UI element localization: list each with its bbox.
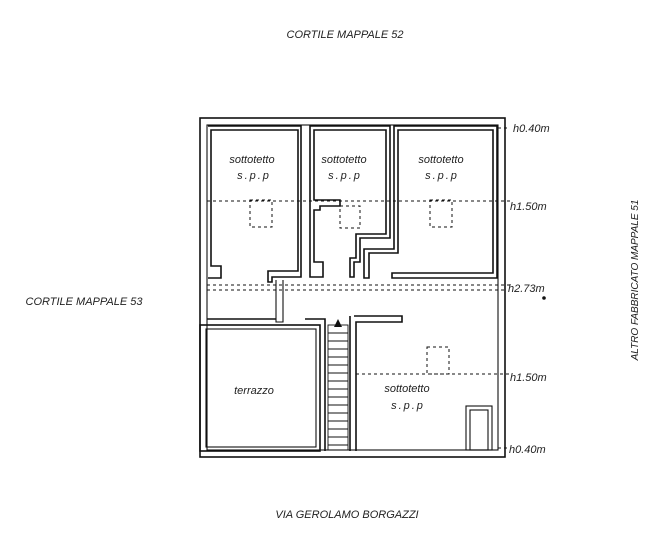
room-5-sub: s.p.p	[391, 400, 425, 412]
label-top: CORTILE MAPPALE 52	[287, 29, 404, 41]
room-2-name: sottotetto	[321, 154, 366, 166]
room-4-name: terrazzo	[234, 385, 274, 397]
height-label-2: h1.50m	[510, 201, 547, 213]
reference-dot-icon	[542, 296, 546, 300]
height-labels: h0.40m h1.50m h2.73m h1.50m h0.40m	[508, 123, 550, 456]
room-5-name: sottotetto	[384, 383, 429, 395]
room-3-name: sottotetto	[418, 154, 463, 166]
room-1-sub: s.p.p	[237, 170, 271, 182]
label-right: ALTRO FABBRICATO MAPPALE 51	[630, 200, 641, 362]
room-1-name: sottotetto	[229, 154, 274, 166]
room-labels: sottotetto s.p.p sottotetto s.p.p sottot…	[229, 154, 463, 412]
lower-walls	[199, 280, 493, 452]
skylights	[249, 199, 453, 375]
label-bottom: VIA GEROLAMO BORGAZZI	[275, 509, 418, 521]
staircase	[327, 319, 349, 451]
height-label-4: h1.50m	[510, 372, 547, 384]
upper-rooms	[208, 125, 498, 283]
height-label-3: h2.73m	[508, 283, 545, 295]
outer-walls	[199, 117, 506, 458]
room-3-sub: s.p.p	[425, 170, 459, 182]
height-label-5: h0.40m	[509, 444, 546, 456]
height-label-1: h0.40m	[513, 123, 550, 135]
stair-arrow-icon	[334, 319, 342, 327]
height-lines	[207, 127, 546, 449]
label-left: CORTILE MAPPALE 53	[26, 296, 144, 308]
room-2-sub: s.p.p	[328, 170, 362, 182]
